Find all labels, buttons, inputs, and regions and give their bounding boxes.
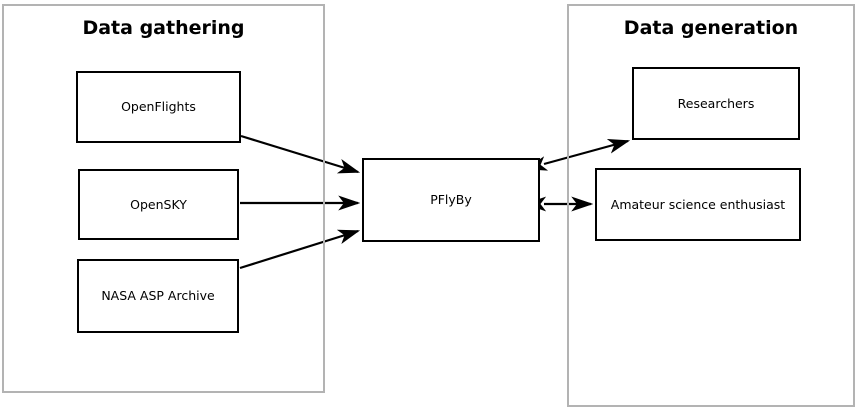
node-opensky[interactable]: OpenSKY — [78, 169, 239, 240]
node-label-pflyby: PFlyBy — [430, 192, 472, 208]
node-openflights[interactable]: OpenFlights — [76, 71, 241, 143]
node-label-nasa-asp-archive: NASA ASP Archive — [101, 288, 215, 304]
node-pflyby[interactable]: PFlyBy — [362, 158, 540, 242]
panel-data-gathering — [2, 4, 325, 393]
node-label-amateur-science-enthusiast: Amateur science enthusiast — [610, 196, 786, 212]
panel-title-data-gathering: Data gathering — [82, 17, 245, 39]
node-researchers[interactable]: Researchers — [632, 67, 800, 140]
node-label-openflights: OpenFlights — [121, 99, 196, 115]
node-label-researchers: Researchers — [677, 95, 755, 111]
node-amateur-science-enthusiast[interactable]: Amateur science enthusiast — [595, 168, 801, 241]
panel-title-data-generation: Data generation — [623, 17, 799, 39]
panel-data-generation — [567, 4, 855, 407]
node-label-opensky: OpenSKY — [130, 196, 187, 212]
node-nasa-asp-archive[interactable]: NASA ASP Archive — [77, 259, 239, 333]
